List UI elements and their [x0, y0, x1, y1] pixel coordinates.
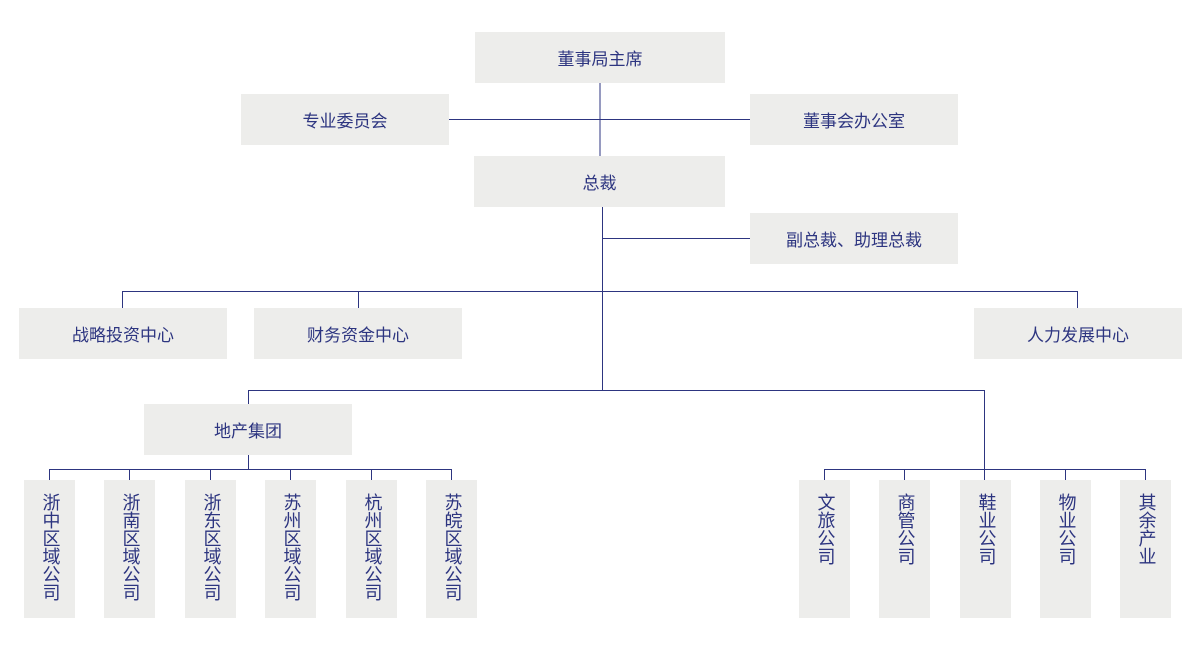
node-business-4-label: 物业公司 [1055, 493, 1077, 565]
node-center-finance: 财务资金中心 [254, 308, 462, 359]
node-real-estate-group: 地产集团 [144, 404, 352, 455]
node-vice-presidents-label: 副总裁、助理总裁 [786, 231, 922, 251]
node-president-label: 总裁 [582, 174, 617, 194]
node-regional-2-label: 浙南区域公司 [119, 493, 141, 601]
node-center-strategy-label: 战略投资中心 [72, 326, 174, 346]
node-center-hr: 人力发展中心 [974, 308, 1182, 359]
node-regional-4: 苏州区域公司 [265, 480, 316, 618]
node-committees: 专业委员会 [241, 94, 449, 145]
node-real-estate-group-label: 地产集团 [214, 422, 282, 442]
node-regional-6-label: 苏皖区域公司 [441, 493, 463, 601]
node-center-finance-label: 财务资金中心 [307, 326, 409, 346]
node-regional-5: 杭州区域公司 [346, 480, 397, 618]
node-regional-2: 浙南区域公司 [104, 480, 155, 618]
node-business-2: 商管公司 [879, 480, 930, 618]
node-regional-1-label: 浙中区域公司 [39, 493, 61, 601]
node-chairman: 董事局主席 [475, 32, 725, 83]
node-business-2-label: 商管公司 [894, 493, 916, 565]
node-center-hr-label: 人力发展中心 [1027, 326, 1129, 346]
node-regional-1: 浙中区域公司 [24, 480, 75, 618]
node-business-1-label: 文旅公司 [814, 493, 836, 565]
node-business-4: 物业公司 [1040, 480, 1091, 618]
node-regional-5-label: 杭州区域公司 [361, 493, 383, 601]
node-regional-3: 浙东区域公司 [185, 480, 236, 618]
node-vice-presidents: 副总裁、助理总裁 [750, 213, 958, 264]
node-regional-6: 苏皖区域公司 [426, 480, 477, 618]
node-committees-label: 专业委员会 [302, 112, 388, 132]
node-board-office-label: 董事会办公室 [803, 112, 905, 132]
node-business-3-label: 鞋业公司 [975, 493, 997, 565]
node-business-1: 文旅公司 [799, 480, 850, 618]
node-president: 总裁 [474, 156, 725, 207]
node-business-5-label: 其余产业 [1135, 493, 1157, 565]
node-chairman-label: 董事局主席 [557, 50, 643, 70]
node-center-strategy: 战略投资中心 [19, 308, 227, 359]
node-regional-4-label: 苏州区域公司 [280, 493, 302, 601]
node-regional-3-label: 浙东区域公司 [200, 493, 222, 601]
node-board-office: 董事会办公室 [750, 94, 958, 145]
node-business-5: 其余产业 [1120, 480, 1171, 618]
node-business-3: 鞋业公司 [960, 480, 1011, 618]
